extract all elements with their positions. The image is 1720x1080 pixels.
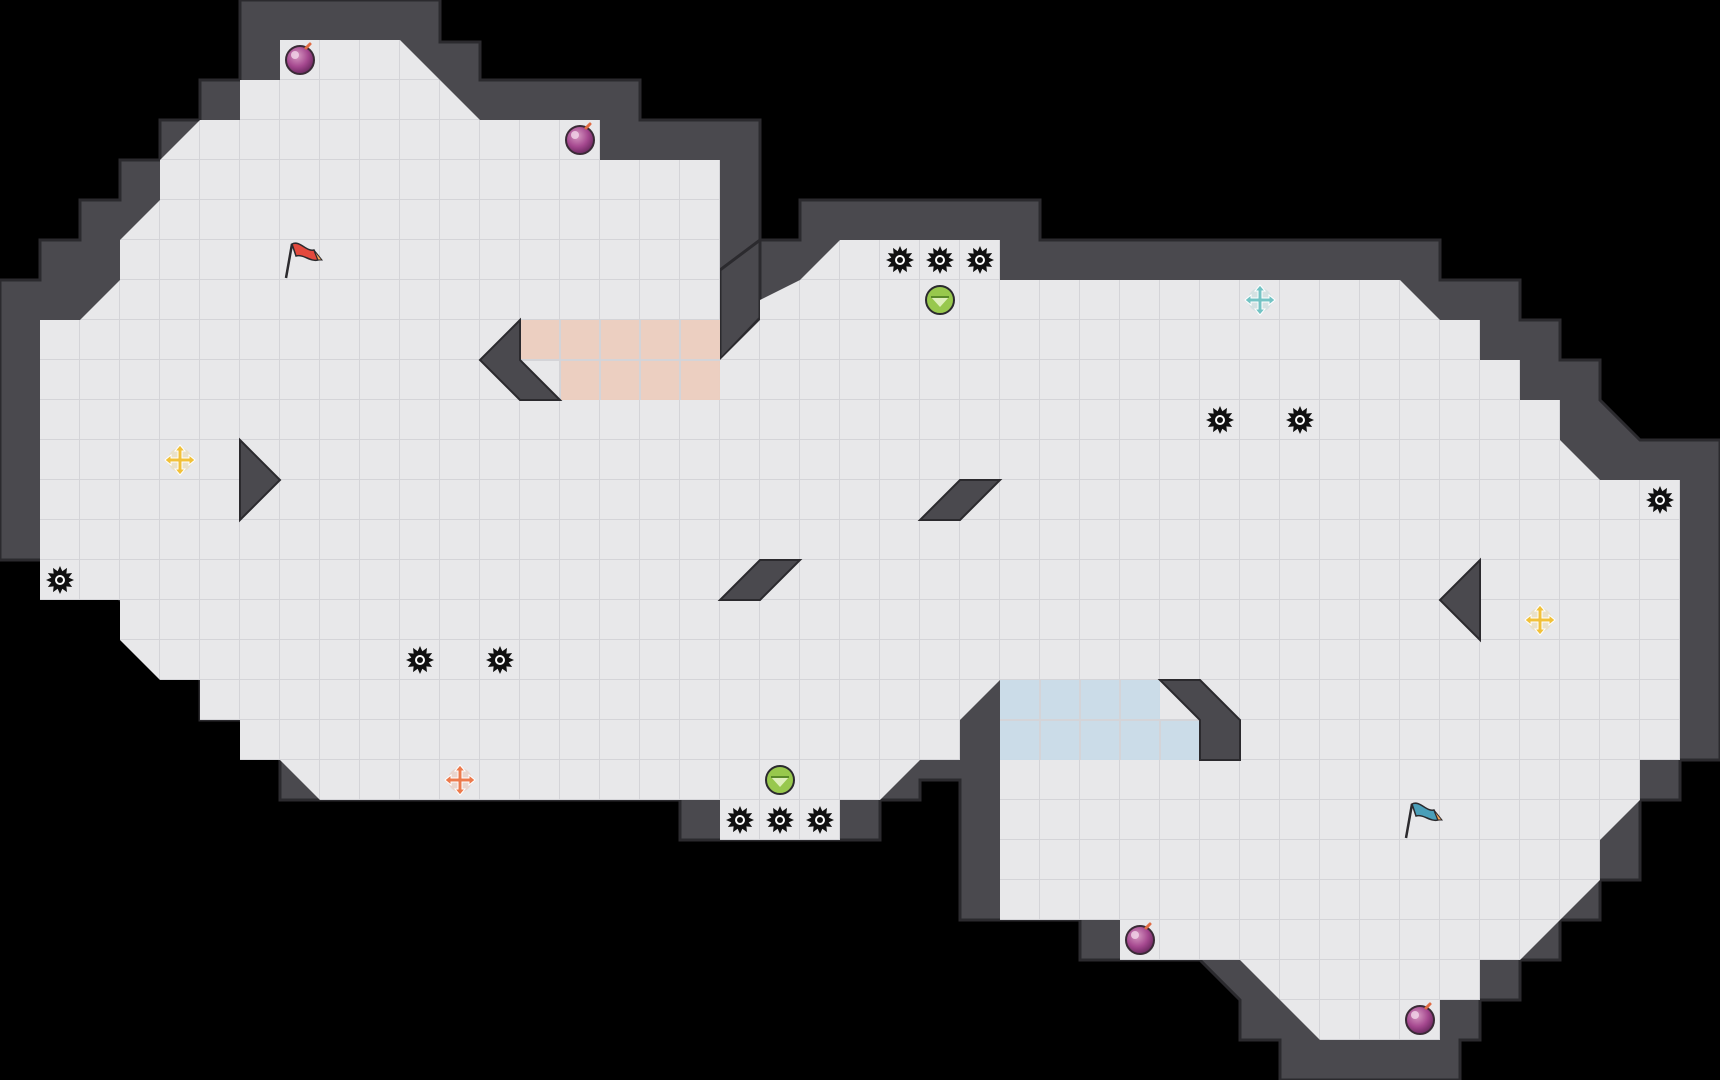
boost-icon [1244, 284, 1276, 316]
bomb-icon [1125, 922, 1155, 955]
boost-icon [1524, 604, 1556, 636]
floor-layer [40, 40, 1680, 1040]
wedge-red-zone [478, 317, 563, 401]
spike-icon [46, 566, 74, 594]
bomb-icon [285, 42, 315, 75]
floor-area [40, 40, 1680, 1040]
blue-flag-icon [1404, 802, 1444, 839]
powerup-icon [925, 285, 955, 315]
triangle-left [239, 437, 282, 523]
spike-icon [806, 806, 834, 834]
bomb-icon [565, 122, 595, 155]
diagonal-center-1 [917, 479, 1003, 521]
spike-icon [726, 806, 754, 834]
tile-layer [46, 42, 1674, 1035]
spike-icon [406, 646, 434, 674]
spike-icon [1286, 406, 1314, 434]
spike-icon [486, 646, 514, 674]
spike-icon [966, 246, 994, 274]
triangle-right [1438, 557, 1481, 643]
interior-walls [239, 317, 1481, 761]
spike-icon [926, 246, 954, 274]
red-flag-icon [284, 242, 324, 279]
spike-icon [1206, 406, 1234, 434]
spike-icon [766, 806, 794, 834]
bomb-icon [1405, 1002, 1435, 1035]
spike-icon [1646, 486, 1674, 514]
spike-icon [886, 246, 914, 274]
diagonal-center-2 [717, 559, 803, 601]
wedge-blue-zone [1157, 679, 1241, 761]
boost-icon [444, 764, 476, 796]
powerup-icon [765, 765, 795, 795]
boost-icon [164, 444, 196, 476]
zone-grid [520, 320, 1200, 760]
